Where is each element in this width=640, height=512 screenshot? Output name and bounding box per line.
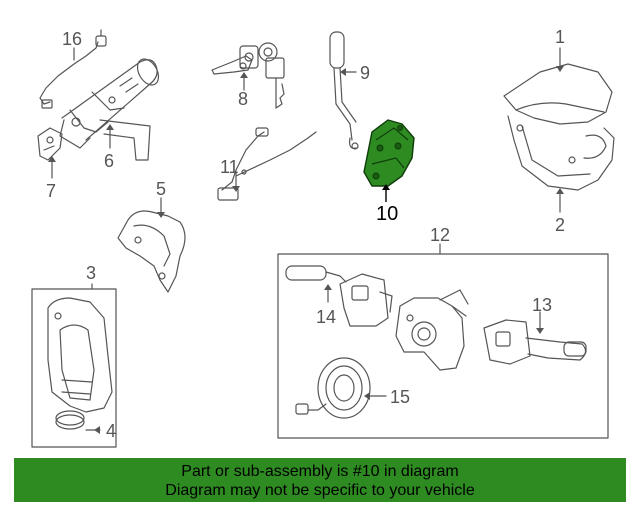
part-15-spiral-cable (295, 357, 371, 419)
callout-13: 13 (532, 295, 553, 315)
leader-lines (51, 47, 561, 431)
part-7-bracket (37, 127, 63, 161)
part-5-cover (117, 210, 186, 293)
part-6-column-tube (59, 58, 160, 161)
part-12-group-box (277, 253, 609, 439)
callout-11: 11 (220, 157, 239, 177)
banner-line-1: Part or sub-assembly is #10 in diagram (181, 463, 459, 480)
info-banner: Part or sub-assembly is #10 in diagram D… (14, 458, 626, 502)
part-10-highlighted (363, 119, 415, 202)
callout-14: 14 (316, 307, 337, 327)
callout-7: 7 (46, 181, 57, 201)
callout-8: 8 (238, 89, 249, 109)
part-12-switch-body (395, 289, 469, 371)
part-1-upper-shroud (503, 63, 613, 125)
callout-1: 1 (555, 27, 566, 47)
part-11-harness (217, 127, 317, 201)
callout-3: 3 (86, 263, 97, 283)
banner-line-2: Diagram may not be specific to your vehi… (165, 482, 475, 499)
part-16-wire (39, 29, 107, 109)
callout-9: 9 (360, 63, 371, 83)
callout-15: 15 (390, 387, 411, 407)
part-13-switch (483, 319, 587, 365)
part-4-ring (55, 410, 85, 430)
callout-16: 16 (62, 29, 83, 49)
callout-10: 10 (376, 203, 399, 225)
callout-2: 2 (555, 215, 566, 235)
callout-6: 6 (104, 151, 115, 171)
part-3-cover (47, 297, 113, 413)
callout-4: 4 (106, 421, 117, 441)
arrow-heads (48, 66, 564, 434)
part-9-lever (329, 31, 359, 150)
part-14-switch (285, 265, 393, 327)
callout-5: 5 (156, 179, 167, 199)
part-3-group-box (31, 288, 117, 448)
part-2-lower-shroud (507, 115, 615, 191)
part-8-key-cylinder (211, 42, 285, 109)
callout-12: 12 (430, 225, 451, 245)
